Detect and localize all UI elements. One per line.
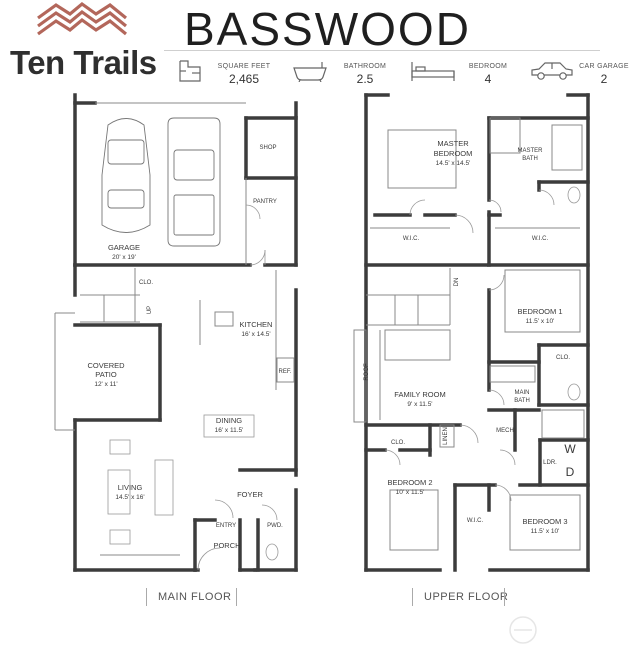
- dims-living: 14.5' x 16': [115, 494, 144, 501]
- watermark-icon: [509, 616, 537, 644]
- label-master-bath-2: BATH: [522, 156, 538, 162]
- label-closet-bed2: CLO.: [391, 440, 405, 446]
- label-master-bedroom-2: BEDROOM: [434, 149, 473, 158]
- label-dryer: D: [566, 465, 575, 479]
- label-covered-patio-2: PATIO: [95, 370, 117, 379]
- dims-garage: 20' x 19': [112, 254, 136, 261]
- stat-garage-value: 2: [600, 72, 608, 86]
- label-garage: GARAGE: [108, 243, 140, 252]
- label-bedroom3: BEDROOM 3: [522, 517, 567, 526]
- stat-sqft-label: SQUARE FEET: [217, 63, 271, 70]
- dims-master-bedroom: 14.5' x 14.5': [436, 160, 471, 167]
- stat-bed-value: 4: [484, 72, 492, 86]
- label-washer: W: [564, 442, 576, 456]
- label-main-bath-2: BATH: [514, 398, 530, 404]
- label-refrigerator: REF.: [278, 369, 291, 375]
- main-floor-label: MAIN FLOOR: [158, 591, 232, 603]
- dims-covered-patio: 12' x 11': [94, 381, 117, 388]
- main-floor-caption-bracket-right: [236, 588, 237, 606]
- upper-floor-caption-bracket-left: [412, 588, 413, 606]
- brand-name: Ten Trails: [10, 44, 157, 81]
- label-porch: PORCH: [213, 541, 240, 550]
- garage-cars: [101, 117, 221, 247]
- label-foyer: FOYER: [237, 490, 263, 499]
- label-dining: DINING: [216, 416, 242, 425]
- label-bedroom2: BEDROOM 2: [387, 478, 432, 487]
- bathtub-icon: [293, 62, 327, 82]
- model-name: BASSWOOD: [184, 3, 471, 55]
- upper-floor-plan: MASTER BEDROOM 14.5' x 14.5' MASTER BATH…: [353, 93, 590, 572]
- label-kitchen: KITCHEN: [240, 320, 273, 329]
- label-closet-bed1: CLO.: [556, 355, 570, 361]
- dims-kitchen: 16' x 14.5': [241, 331, 270, 338]
- label-powder: PWD.: [267, 523, 283, 529]
- upper-floor-label: UPPER FLOOR: [424, 591, 509, 603]
- label-master-bath-1: MASTER: [517, 148, 543, 154]
- main-floor-plan: GARAGE 20' x 19' SHOP PANTRY CLO. UP KIT…: [54, 93, 298, 572]
- bed-icon: [411, 62, 455, 81]
- label-linen: LINEN: [443, 427, 449, 445]
- stat-sqft-value: 2,465: [228, 72, 260, 86]
- stat-bed-label: BEDROOM: [468, 63, 508, 70]
- stat-bath-value: 2.5: [356, 72, 374, 86]
- label-laundry: LDR.: [543, 460, 557, 466]
- dims-bedroom2: 10' x 11.5': [396, 489, 425, 496]
- car-icon: [531, 62, 573, 80]
- label-covered-patio-1: COVERED: [87, 361, 125, 370]
- label-closet: CLO.: [139, 280, 153, 286]
- label-bedroom1: BEDROOM 1: [517, 307, 562, 316]
- label-wic-master: W.I.C.: [403, 236, 420, 242]
- ten-trails-logo-icon: [37, 1, 128, 36]
- label-roof: ROOF: [364, 363, 370, 381]
- main-floor-caption-bracket-left: [146, 588, 147, 606]
- label-stairs-dn: DN: [454, 278, 460, 287]
- stat-garage-label: CAR GARAGE: [579, 63, 629, 70]
- label-main-bath-1: MAIN: [515, 390, 530, 396]
- label-pantry: PANTRY: [253, 199, 277, 205]
- upper-floor-caption-bracket-right: [504, 588, 505, 606]
- label-master-bedroom-1: MASTER: [437, 139, 469, 148]
- floorplan-icon: [179, 60, 201, 82]
- label-shop: SHOP: [259, 145, 276, 151]
- label-family-room: FAMILY ROOM: [394, 390, 445, 399]
- label-living: LIVING: [118, 483, 143, 492]
- label-entry: ENTRY: [216, 523, 236, 529]
- dims-family-room: 9' x 11.5': [407, 401, 432, 408]
- dims-bedroom1: 11.5' x 10': [526, 318, 555, 325]
- dims-dining: 16' x 11.5': [215, 427, 244, 434]
- stat-bath-label: BATHROOM: [343, 63, 387, 70]
- dims-bedroom3: 11.5' x 10': [531, 528, 560, 535]
- label-stairs-up: UP: [147, 306, 153, 314]
- label-wic-bed1: W.I.C.: [532, 236, 549, 242]
- header-divider: [164, 50, 600, 51]
- label-mech: MECH: [496, 428, 514, 434]
- label-wic-bed3: W.I.C.: [467, 518, 484, 524]
